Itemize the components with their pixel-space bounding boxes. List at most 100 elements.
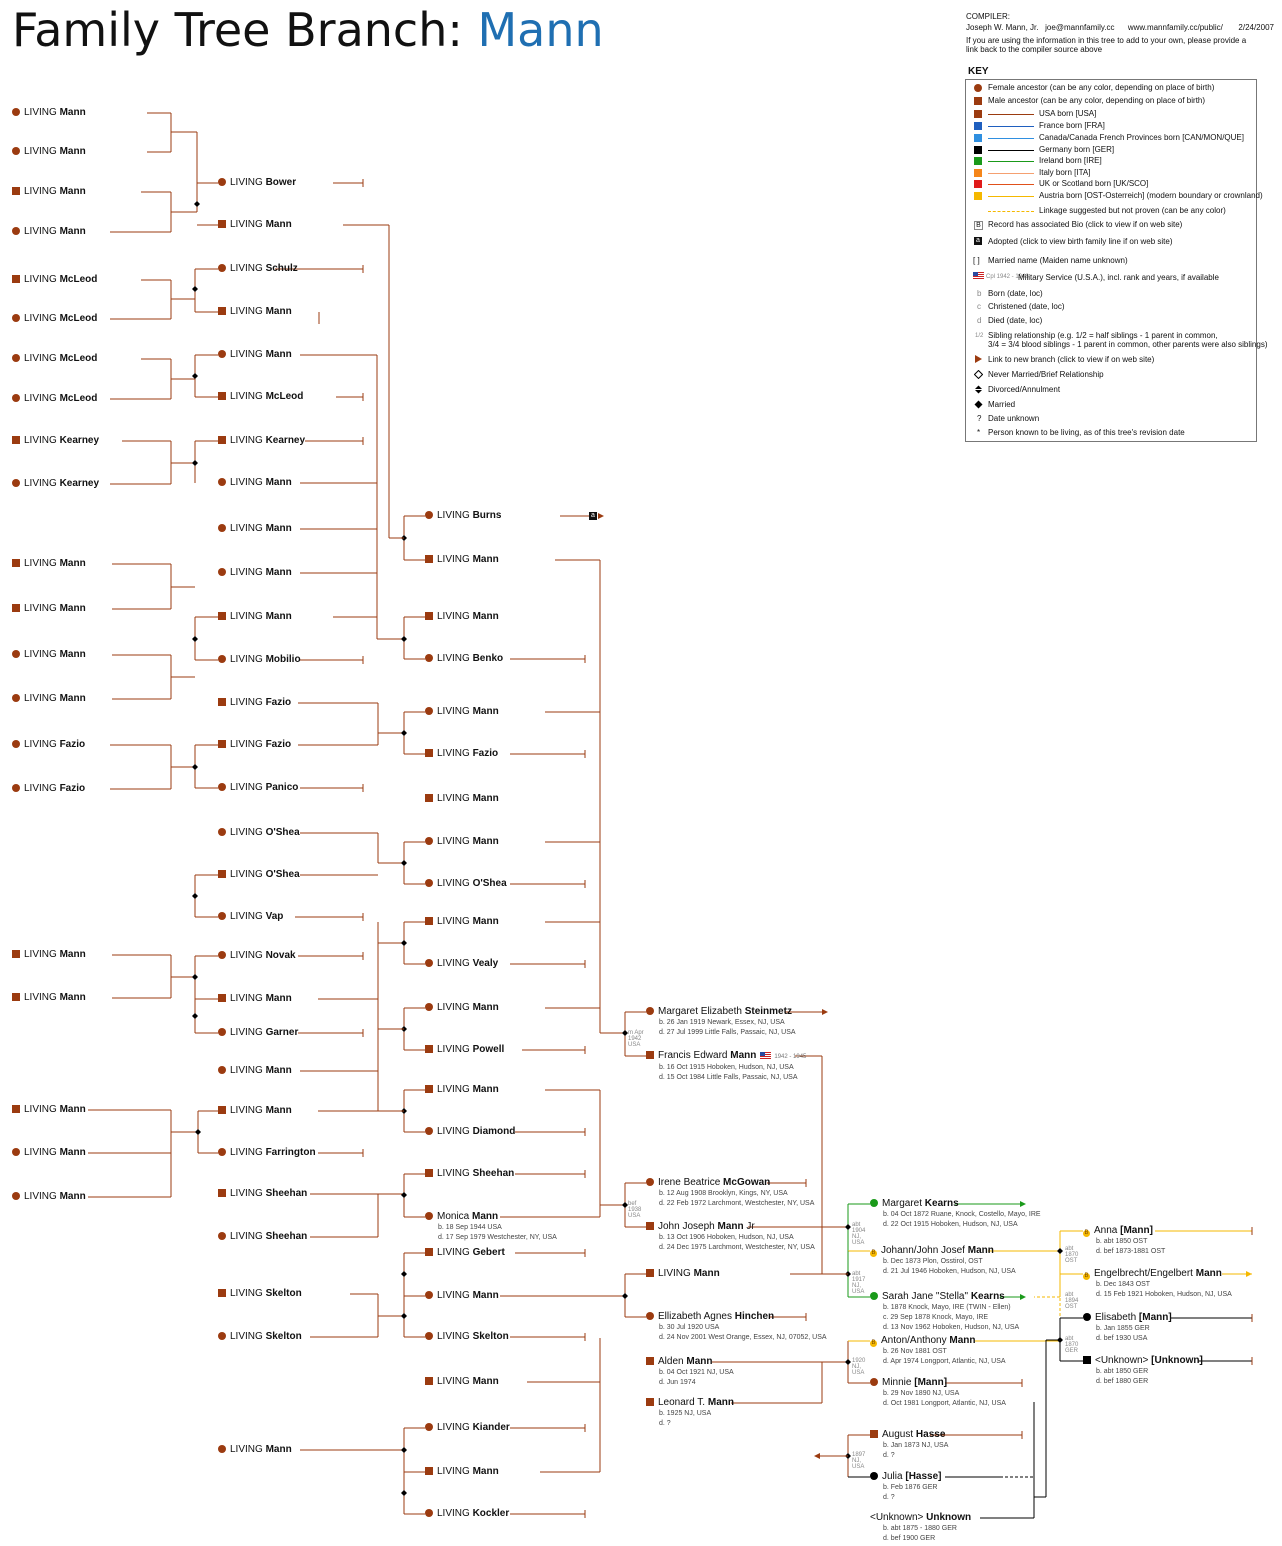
person-c2_12[interactable]: LIVING Mobilio <box>218 654 301 666</box>
person-c1_20[interactable]: LIVING Mann <box>12 1147 86 1159</box>
person-c2_5[interactable]: LIVING Mann <box>218 349 292 361</box>
person-c1_1[interactable]: LIVING Mann <box>12 107 86 119</box>
person-c1_5[interactable]: LIVING McLeod <box>12 274 97 286</box>
person-c1_9[interactable]: LIVING Kearney <box>12 435 99 447</box>
person-c3_8[interactable]: LIVING Mann <box>425 836 499 848</box>
person-c1_8[interactable]: LIVING McLeod <box>12 393 97 405</box>
person-c2_6[interactable]: LIVING McLeod <box>218 391 303 403</box>
person-c2_3[interactable]: LIVING Schulz <box>218 263 298 275</box>
person-c2_2[interactable]: LIVING Mann <box>218 219 292 231</box>
person-c1_12[interactable]: LIVING Mann <box>12 603 86 615</box>
person-given-name: LIVING <box>24 146 60 157</box>
person-c4_5[interactable]: LIVING Mann <box>646 1268 720 1280</box>
person-c3_5[interactable]: LIVING Mann <box>425 706 499 718</box>
person-c2_20[interactable]: LIVING Mann <box>218 993 292 1005</box>
person-c2_22[interactable]: LIVING Mann <box>218 1065 292 1077</box>
person-c2_21[interactable]: LIVING Garner <box>218 1027 298 1039</box>
person-c3_14[interactable]: LIVING Mann <box>425 1084 499 1096</box>
person-c2_25[interactable]: LIVING Sheehan <box>218 1188 307 1200</box>
person-c1_4[interactable]: LIVING Mann <box>12 226 86 238</box>
person-c1_13[interactable]: LIVING Mann <box>12 649 86 661</box>
person-c3_1[interactable]: LIVING Burns <box>425 510 501 522</box>
person-c2_13[interactable]: LIVING Fazio <box>218 697 291 709</box>
person-c2_23[interactable]: LIVING Mann <box>218 1105 292 1117</box>
person-c2_10[interactable]: LIVING Mann <box>218 567 292 579</box>
person-c3_9[interactable]: LIVING O'Shea <box>425 878 507 890</box>
person-c2_14[interactable]: LIVING Fazio <box>218 739 291 751</box>
person-c1_15[interactable]: LIVING Fazio <box>12 739 85 751</box>
person-c3_4[interactable]: LIVING Benko <box>425 653 503 665</box>
person-c3_13[interactable]: LIVING Powell <box>425 1044 504 1056</box>
person-c3_16[interactable]: LIVING Sheehan <box>425 1168 514 1180</box>
person-c3_7[interactable]: LIVING Mann <box>425 793 499 805</box>
person-c3_20[interactable]: LIVING Skelton <box>425 1331 509 1343</box>
person-c1_11[interactable]: LIVING Mann <box>12 558 86 570</box>
person-c1_3[interactable]: LIVING Mann <box>12 186 86 198</box>
person-c2_4[interactable]: LIVING Mann <box>218 306 292 318</box>
person-c3_22[interactable]: LIVING Kiander <box>425 1422 510 1434</box>
person-c3_21[interactable]: LIVING Mann <box>425 1376 499 1388</box>
person-c2_19[interactable]: LIVING Novak <box>218 950 296 962</box>
person-c2_27[interactable]: LIVING Skelton <box>218 1288 302 1300</box>
person-c2_9[interactable]: LIVING Mann <box>218 523 292 535</box>
male-marker-icon <box>646 1222 654 1230</box>
married-diamond-icon <box>192 1013 198 1019</box>
person-c2_17[interactable]: LIVING O'Shea <box>218 869 300 881</box>
person-c2_28[interactable]: LIVING Skelton <box>218 1331 302 1343</box>
person-c1_16[interactable]: LIVING Fazio <box>12 783 85 795</box>
person-c1_7[interactable]: LIVING McLeod <box>12 353 97 365</box>
person-c3_23[interactable]: LIVING Mann <box>425 1466 499 1478</box>
person-c2_1[interactable]: LIVING Bower <box>218 177 296 189</box>
person-c3_3[interactable]: LIVING Mann <box>425 611 499 623</box>
person-c3_18[interactable]: LIVING Gebert <box>425 1247 505 1259</box>
person-c3_12[interactable]: LIVING Mann <box>425 1002 499 1014</box>
person-c1_22[interactable]: LIVING Mann <box>218 1444 292 1456</box>
person-c1_14[interactable]: LIVING Mann <box>12 693 86 705</box>
person-c2_7[interactable]: LIVING Kearney <box>218 435 305 447</box>
person-c3_15[interactable]: LIVING Diamond <box>425 1126 515 1138</box>
person-c1_6[interactable]: LIVING McLeod <box>12 313 97 325</box>
person-c2_24[interactable]: LIVING Farrington <box>218 1147 316 1159</box>
compiler-email[interactable]: joe@mannfamily.cc <box>1045 23 1115 32</box>
person-c1_10[interactable]: LIVING Kearney <box>12 478 99 490</box>
person-c2_26[interactable]: LIVING Sheehan <box>218 1231 307 1243</box>
person-c1_17[interactable]: LIVING Mann <box>12 949 86 961</box>
person-c3_10[interactable]: LIVING Mann <box>425 916 499 928</box>
person-c1_19[interactable]: LIVING Mann <box>12 1104 86 1116</box>
person-c1_2[interactable]: LIVING Mann <box>12 146 86 158</box>
person-c1_21[interactable]: LIVING Mann <box>12 1191 86 1203</box>
person-c3_19[interactable]: LIVING Mann <box>425 1290 499 1302</box>
person-c1_18[interactable]: LIVING Mann <box>12 992 86 1004</box>
person-c3_11[interactable]: LIVING Vealy <box>425 958 498 970</box>
person-c2_15[interactable]: LIVING Panico <box>218 782 298 794</box>
adopted-badge-icon[interactable]: a <box>589 512 597 520</box>
person-c2_18[interactable]: LIVING Vap <box>218 911 283 923</box>
compiler-website[interactable]: www.mannfamily.cc/public/ <box>1127 23 1223 32</box>
person-c2_11[interactable]: LIVING Mann <box>218 611 292 623</box>
person-c3_24[interactable]: LIVING Kockler <box>425 1508 509 1520</box>
person-c3_2[interactable]: LIVING Mann <box>425 554 499 566</box>
person-c2_8[interactable]: LIVING Mann <box>218 477 292 489</box>
person-c3_6[interactable]: LIVING Fazio <box>425 748 498 760</box>
person-c2_16[interactable]: LIVING O'Shea <box>218 827 300 839</box>
